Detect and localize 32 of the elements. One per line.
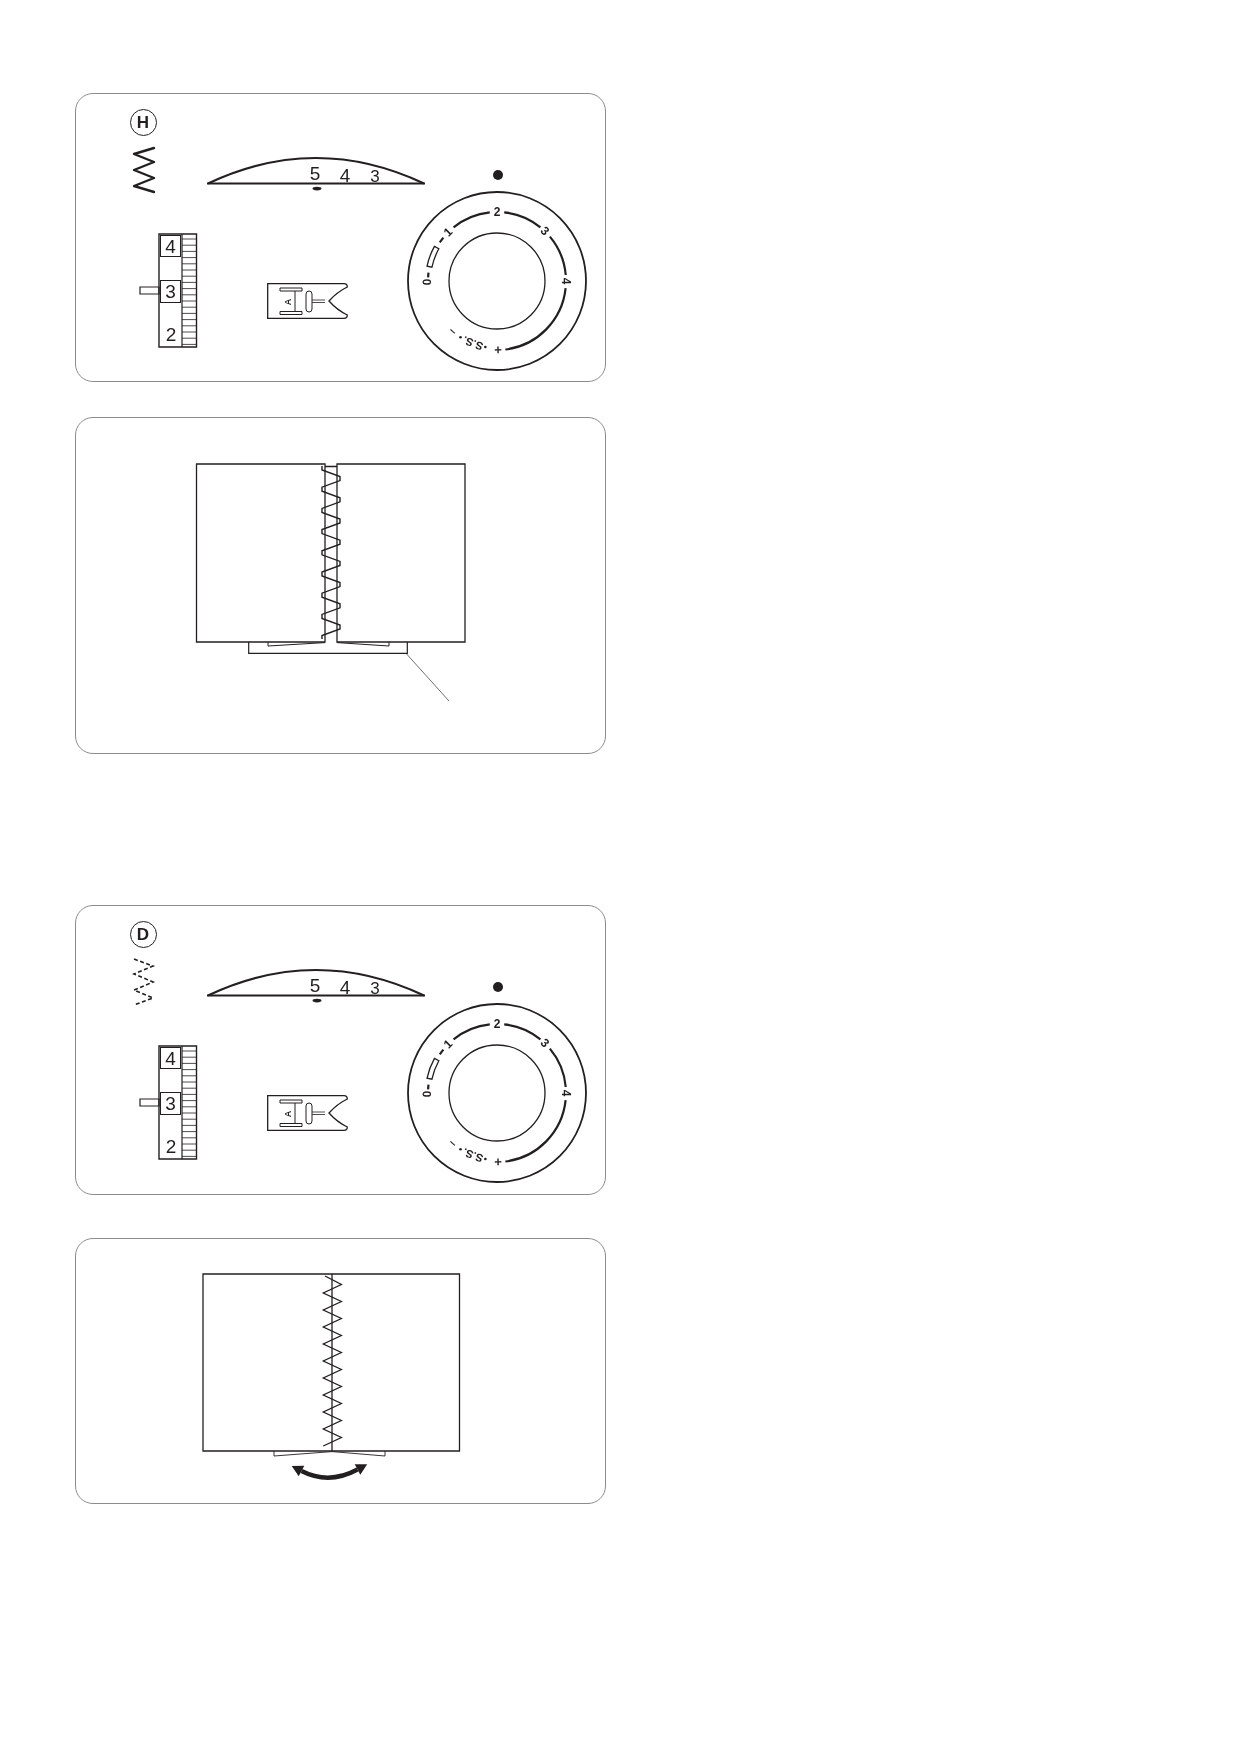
dial-sign: –: [445, 324, 458, 339]
scale-number: 5: [309, 975, 321, 995]
leader-line: [406, 653, 450, 702]
tension-number: 2: [165, 1136, 177, 1156]
tension-number: 2: [165, 324, 177, 344]
dial-number: 3: [538, 1036, 552, 1050]
dial-sign: +: [494, 343, 503, 357]
tension-setting-number: 3: [160, 1092, 181, 1115]
dial-number: 4: [560, 1089, 572, 1097]
dial-number: 4: [560, 277, 572, 285]
foot-letter: A: [283, 298, 293, 305]
foot-letter: A: [283, 1110, 293, 1117]
dial-number: 2: [493, 206, 501, 218]
dial-label: S.S.: [461, 333, 485, 352]
dial-number: 2: [493, 1018, 501, 1030]
scale-number: 5: [309, 163, 321, 183]
tension-setting-number: 3: [160, 280, 181, 303]
presser-foot-drawing: [248, 642, 408, 654]
tension-setting-number: 4: [160, 235, 181, 257]
dial-sign: –: [445, 1136, 458, 1151]
scale-number: 4: [339, 165, 351, 185]
dial-label: S.S.: [461, 1145, 485, 1164]
dial-number: 3: [538, 224, 552, 238]
scale-number: 3: [370, 167, 380, 185]
dial-number: 1: [441, 1037, 455, 1051]
scale-number: 3: [370, 979, 380, 997]
dial-number: 0: [420, 1090, 434, 1098]
scale-number: 4: [339, 977, 351, 997]
dial-sign: +: [494, 1155, 503, 1169]
tension-setting-number: 4: [160, 1047, 181, 1069]
dial-number: 1: [441, 225, 455, 239]
dial-number: 0: [420, 278, 434, 286]
